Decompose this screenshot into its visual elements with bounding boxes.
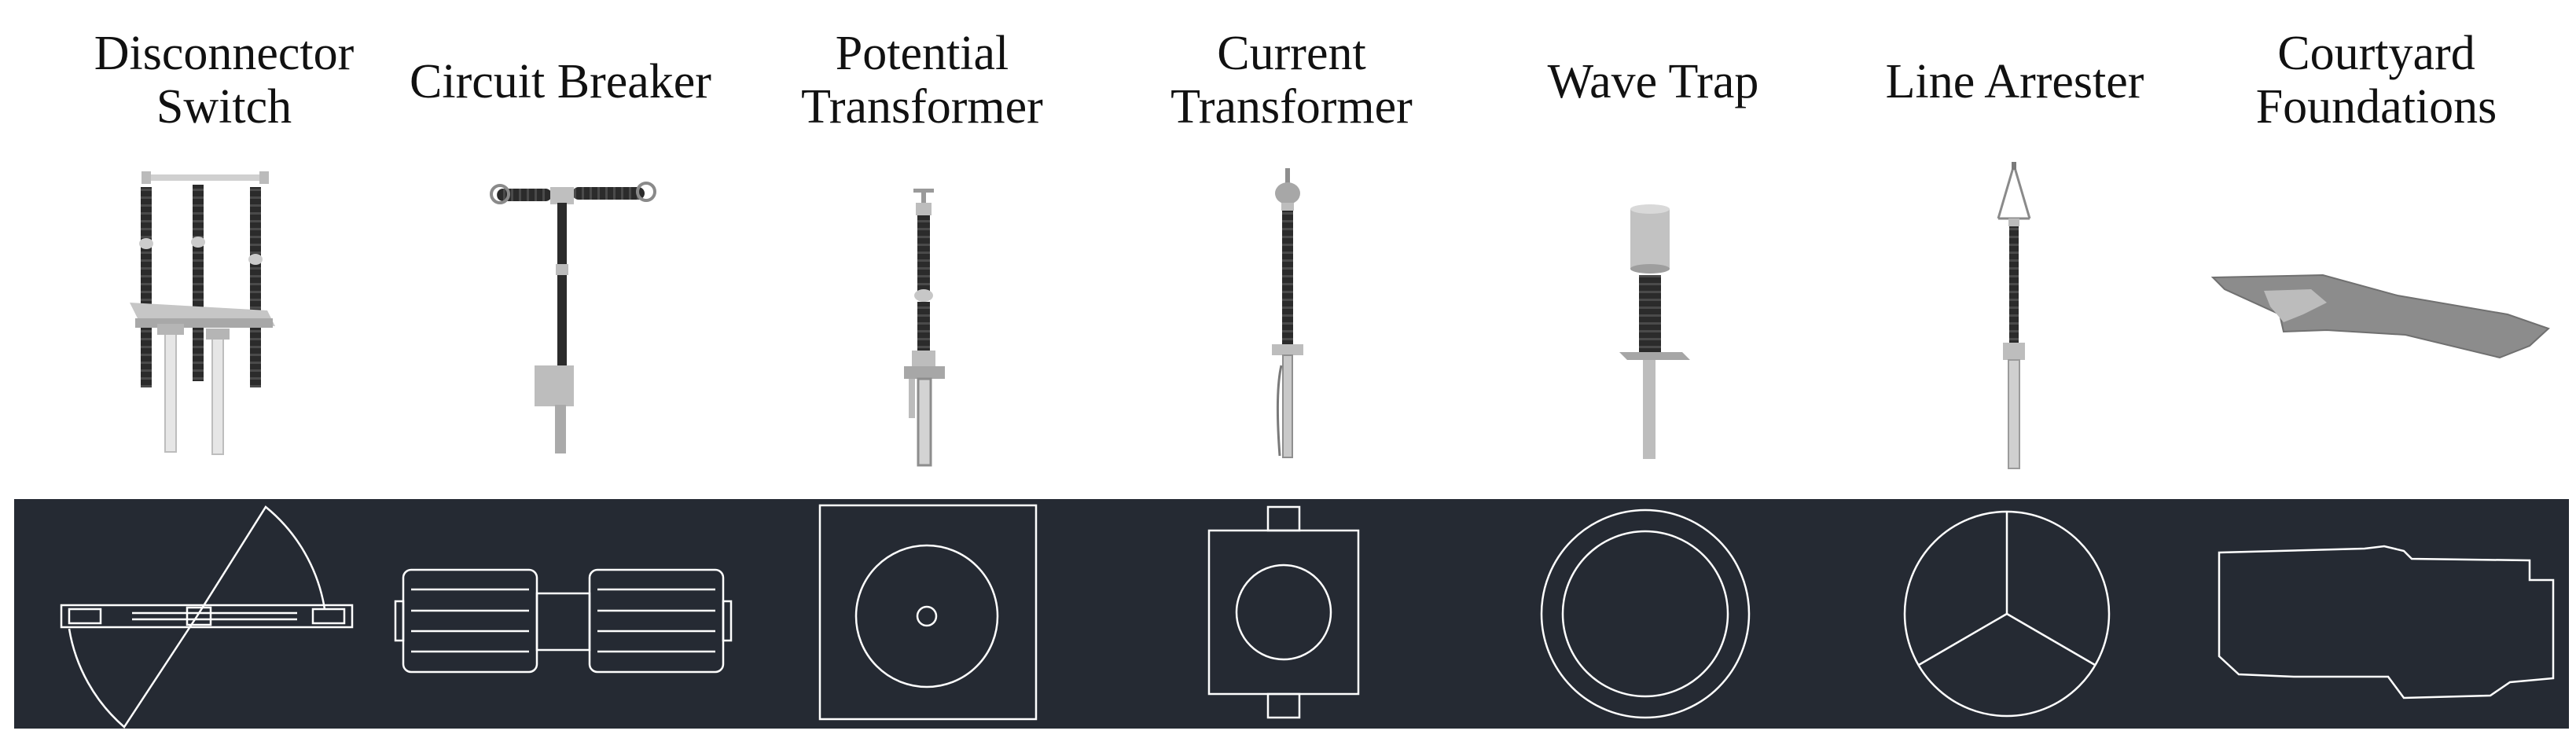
courtyard-foundation-icon (2213, 275, 2548, 358)
potential-transformer-icon (904, 189, 945, 465)
wave-trap-icon (1619, 204, 1690, 459)
label-wave-trap: Wave Trap (1472, 55, 1834, 108)
model-renders (0, 157, 2576, 495)
label-circuit-breaker: Circuit Breaker (380, 55, 741, 108)
disconnector-plan-icon (61, 507, 352, 727)
current-transformer-icon (1272, 168, 1303, 457)
courtyard-foundation-plan-icon (2219, 546, 2553, 698)
line-arrester-plan-icon (1905, 512, 2109, 716)
current-transformer-plan-icon (1209, 507, 1358, 718)
line-arrester-icon (1998, 162, 2030, 468)
wave-trap-plan-icon (1542, 510, 1749, 718)
potential-transformer-plan-icon (820, 505, 1036, 719)
circuit-breaker-icon (491, 183, 655, 453)
cad-plan-panel (14, 499, 2569, 729)
component-labels: Disconnector Switch Circuit Breaker Pote… (0, 0, 2576, 157)
label-courtyard-foundations: Courtyard Foundations (2196, 27, 2557, 134)
label-potential-transformer: Potential Transformer (741, 27, 1103, 134)
circuit-breaker-plan-icon (395, 570, 731, 672)
plan-views (14, 499, 2569, 729)
label-current-transformer: Current Transformer (1111, 27, 1472, 134)
label-line-arrester: Line Arrester (1834, 55, 2196, 108)
disconnector-switch-icon (130, 171, 275, 454)
label-disconnector-switch: Disconnector Switch (43, 27, 405, 134)
